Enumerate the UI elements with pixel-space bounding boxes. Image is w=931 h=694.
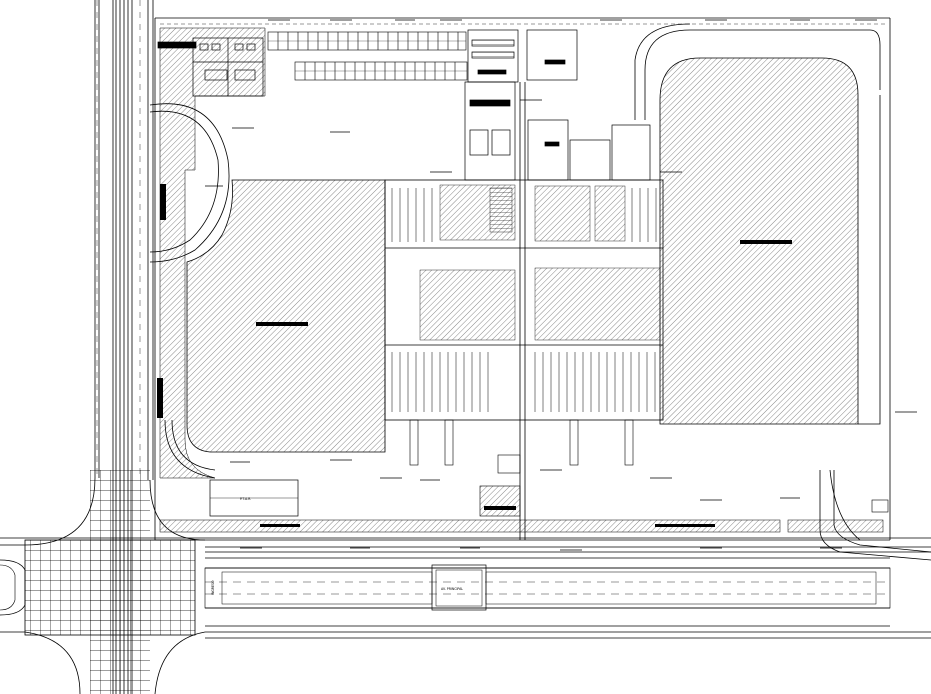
utility-block-top: [467, 29, 578, 83]
detail-bars: [157, 102, 715, 527]
building-upper: [464, 81, 651, 181]
vertical-road: [94, 0, 154, 694]
loading-docks: [409, 419, 634, 474]
parking-top: [267, 31, 468, 81]
entrance-drive: [149, 103, 230, 479]
bottom-hatched-block: [479, 485, 521, 517]
annotation-callouts: [205, 19, 917, 551]
hatched-area-left: [186, 179, 386, 453]
road-center-label: AV. PRINCIPAL: [441, 587, 463, 591]
site-boundary: [154, 17, 891, 541]
ptar-label: P.T.A.R.: [240, 497, 251, 501]
hatched-area-right: [659, 57, 859, 425]
road-left-label: INGRESO: [211, 580, 215, 595]
ptar-building: [209, 479, 299, 517]
intersection-paving: [0, 470, 206, 694]
central-building: [384, 82, 664, 540]
service-loop: [634, 23, 881, 541]
perimeter-landscape: [159, 27, 884, 533]
storage-racks: [391, 188, 657, 412]
admin-building: [157, 37, 264, 97]
right-access-road: [819, 470, 931, 561]
